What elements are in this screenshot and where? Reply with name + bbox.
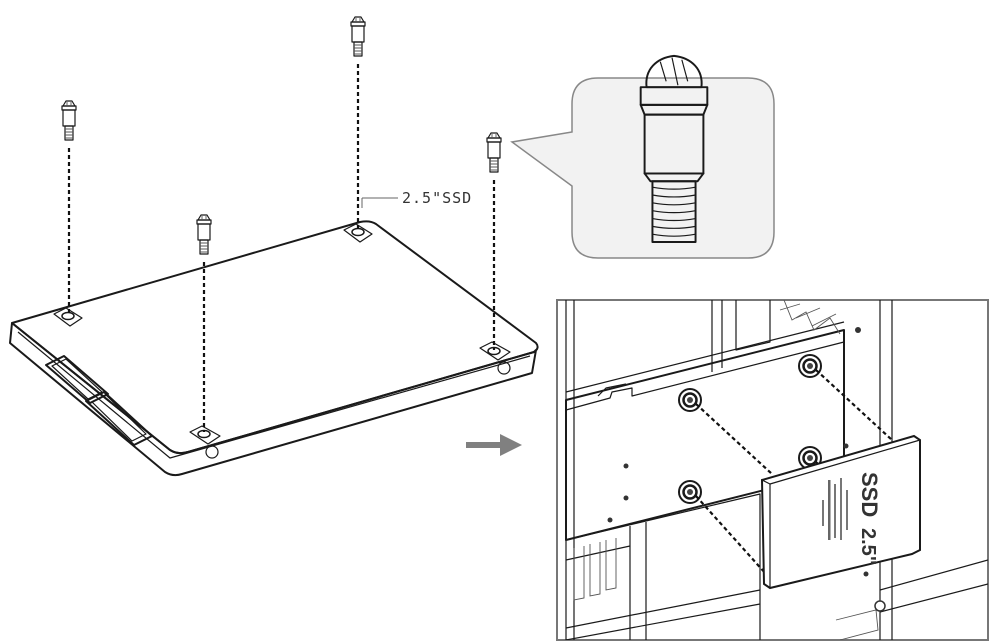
mount-hole bbox=[479, 341, 511, 361]
grommet-icon bbox=[677, 387, 703, 413]
ssd-part-label: 2.5"SSD bbox=[402, 189, 472, 207]
grommet-icon bbox=[677, 479, 703, 505]
mount-hole bbox=[189, 425, 221, 445]
mount-hole bbox=[53, 307, 83, 327]
part-callout: 2.5"SSD bbox=[361, 189, 472, 208]
screw-guide-lines bbox=[67, 64, 496, 432]
ssd-drive-side-view: SSD 2.5" bbox=[760, 434, 921, 590]
installation-panel: SSD 2.5" bbox=[556, 299, 989, 641]
ssd-size-text: 2.5" bbox=[857, 528, 879, 565]
grommet-icon bbox=[797, 353, 823, 379]
screw-icon bbox=[61, 100, 77, 141]
ssd-drive-isometric bbox=[9, 220, 539, 477]
ssd-brand-text: SSD bbox=[857, 472, 882, 517]
ssd-fine-print bbox=[822, 478, 848, 540]
screw-icon bbox=[196, 214, 212, 255]
screw-icon bbox=[486, 132, 502, 173]
screw-detail-callout bbox=[510, 54, 775, 259]
right-arrow-icon bbox=[466, 434, 522, 456]
screw-icon bbox=[350, 16, 366, 57]
